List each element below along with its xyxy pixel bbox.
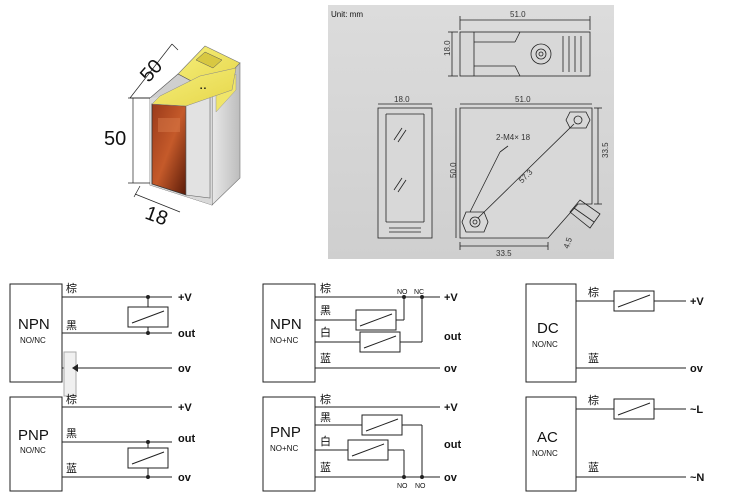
ac-n-terminal: ~N (690, 472, 704, 484)
unit-label: Unit: mm (331, 10, 363, 19)
pnp2-nc-label: NO (415, 483, 426, 490)
chamfer-dim: 4.5 (562, 236, 574, 250)
ac-title: AC (537, 429, 558, 446)
technical-drawing: Unit: mm (328, 5, 614, 259)
dc-plus-v: +V (690, 296, 704, 308)
npn2-nc-label: NC (414, 289, 424, 296)
npn2-title: NPN (270, 316, 302, 333)
npn2-sub: NO+NC (270, 336, 298, 345)
top-height-dim: 18.0 (443, 40, 452, 56)
dc-zero-v: ov (690, 363, 704, 375)
npn-plus-v: +V (178, 292, 192, 304)
npn2-white-wire: 白 (320, 325, 331, 339)
pnp2-black-wire: 黑 (320, 411, 331, 424)
bottom-width-dim: 33.5 (496, 249, 512, 258)
pnp-sub: NO/NC (20, 446, 46, 455)
front-height-dim: 50.0 (449, 162, 458, 178)
npn2-no-label: NO (397, 289, 408, 296)
pnp2-out: out (444, 439, 461, 451)
pnp-blue-wire: 蓝 (66, 462, 77, 475)
pnp-plus-v: +V (178, 402, 192, 414)
dc-blue-wire: 蓝 (588, 352, 599, 365)
ac-blue-wire: 蓝 (588, 461, 599, 474)
front-width-dim: 51.0 (515, 95, 531, 104)
pnp2-no-label: NO (397, 483, 408, 490)
pnp-out: out (178, 433, 195, 445)
circuit-dc (525, 283, 686, 383)
npn-black-wire: 黑 (66, 319, 77, 332)
right-height-dim: 33.5 (601, 142, 610, 158)
npn2-plus-v: +V (444, 292, 458, 304)
pnp2-brown-wire: 棕 (320, 392, 331, 406)
npn-brown-wire: 棕 (66, 281, 77, 295)
pnp-brown-wire: 棕 (66, 392, 77, 406)
pnp-title: PNP (18, 427, 49, 444)
npn2-blue-wire: 蓝 (320, 352, 331, 365)
pnp-zero-v: ov (178, 472, 192, 484)
npn-sub: NO/NC (20, 336, 46, 345)
npn2-brown-wire: 棕 (320, 281, 331, 295)
pnp2-title: PNP (270, 424, 301, 441)
pnp2-plus-v: +V (444, 402, 458, 414)
ac-brown-wire: 棕 (588, 393, 599, 407)
product-label-icon: ▪ ▪ (200, 86, 206, 92)
product-dim-left: 50 (104, 128, 126, 150)
dc-title: DC (537, 320, 559, 337)
dc-sub: NO/NC (532, 340, 558, 349)
pnp2-blue-wire: 蓝 (320, 461, 331, 474)
ac-l-terminal: ~L (690, 404, 703, 416)
side-width-dim: 18.0 (394, 95, 410, 104)
npn2-zero-v: ov (444, 363, 458, 375)
npn2-out: out (444, 331, 461, 343)
circuit-pnp-no-nc (9, 396, 172, 492)
hole-note: 2-M4× 18 (496, 133, 531, 142)
npn-zero-v: ov (178, 363, 192, 375)
ac-sub: NO/NC (532, 449, 558, 458)
pnp2-white-wire: 白 (320, 434, 331, 448)
top-width-dim: 51.0 (510, 10, 526, 19)
product-photo: ▪ ▪ 50 50 18 (104, 43, 241, 230)
circuit-npn-no-plus-nc (262, 283, 440, 383)
npn-out: out (178, 328, 195, 340)
pnp-black-wire: 黑 (66, 427, 77, 440)
product-dim-top: 50 (136, 55, 167, 86)
circuit-ac (525, 396, 686, 492)
circuit-pnp-no-plus-nc (262, 396, 440, 492)
npn-title: NPN (18, 316, 50, 333)
circuit-npn-no-nc (9, 283, 172, 397)
npn2-black-wire: 黑 (320, 304, 331, 317)
pnp2-zero-v: ov (444, 472, 458, 484)
dc-brown-wire: 棕 (588, 285, 599, 299)
pnp2-sub: NO+NC (270, 444, 298, 453)
